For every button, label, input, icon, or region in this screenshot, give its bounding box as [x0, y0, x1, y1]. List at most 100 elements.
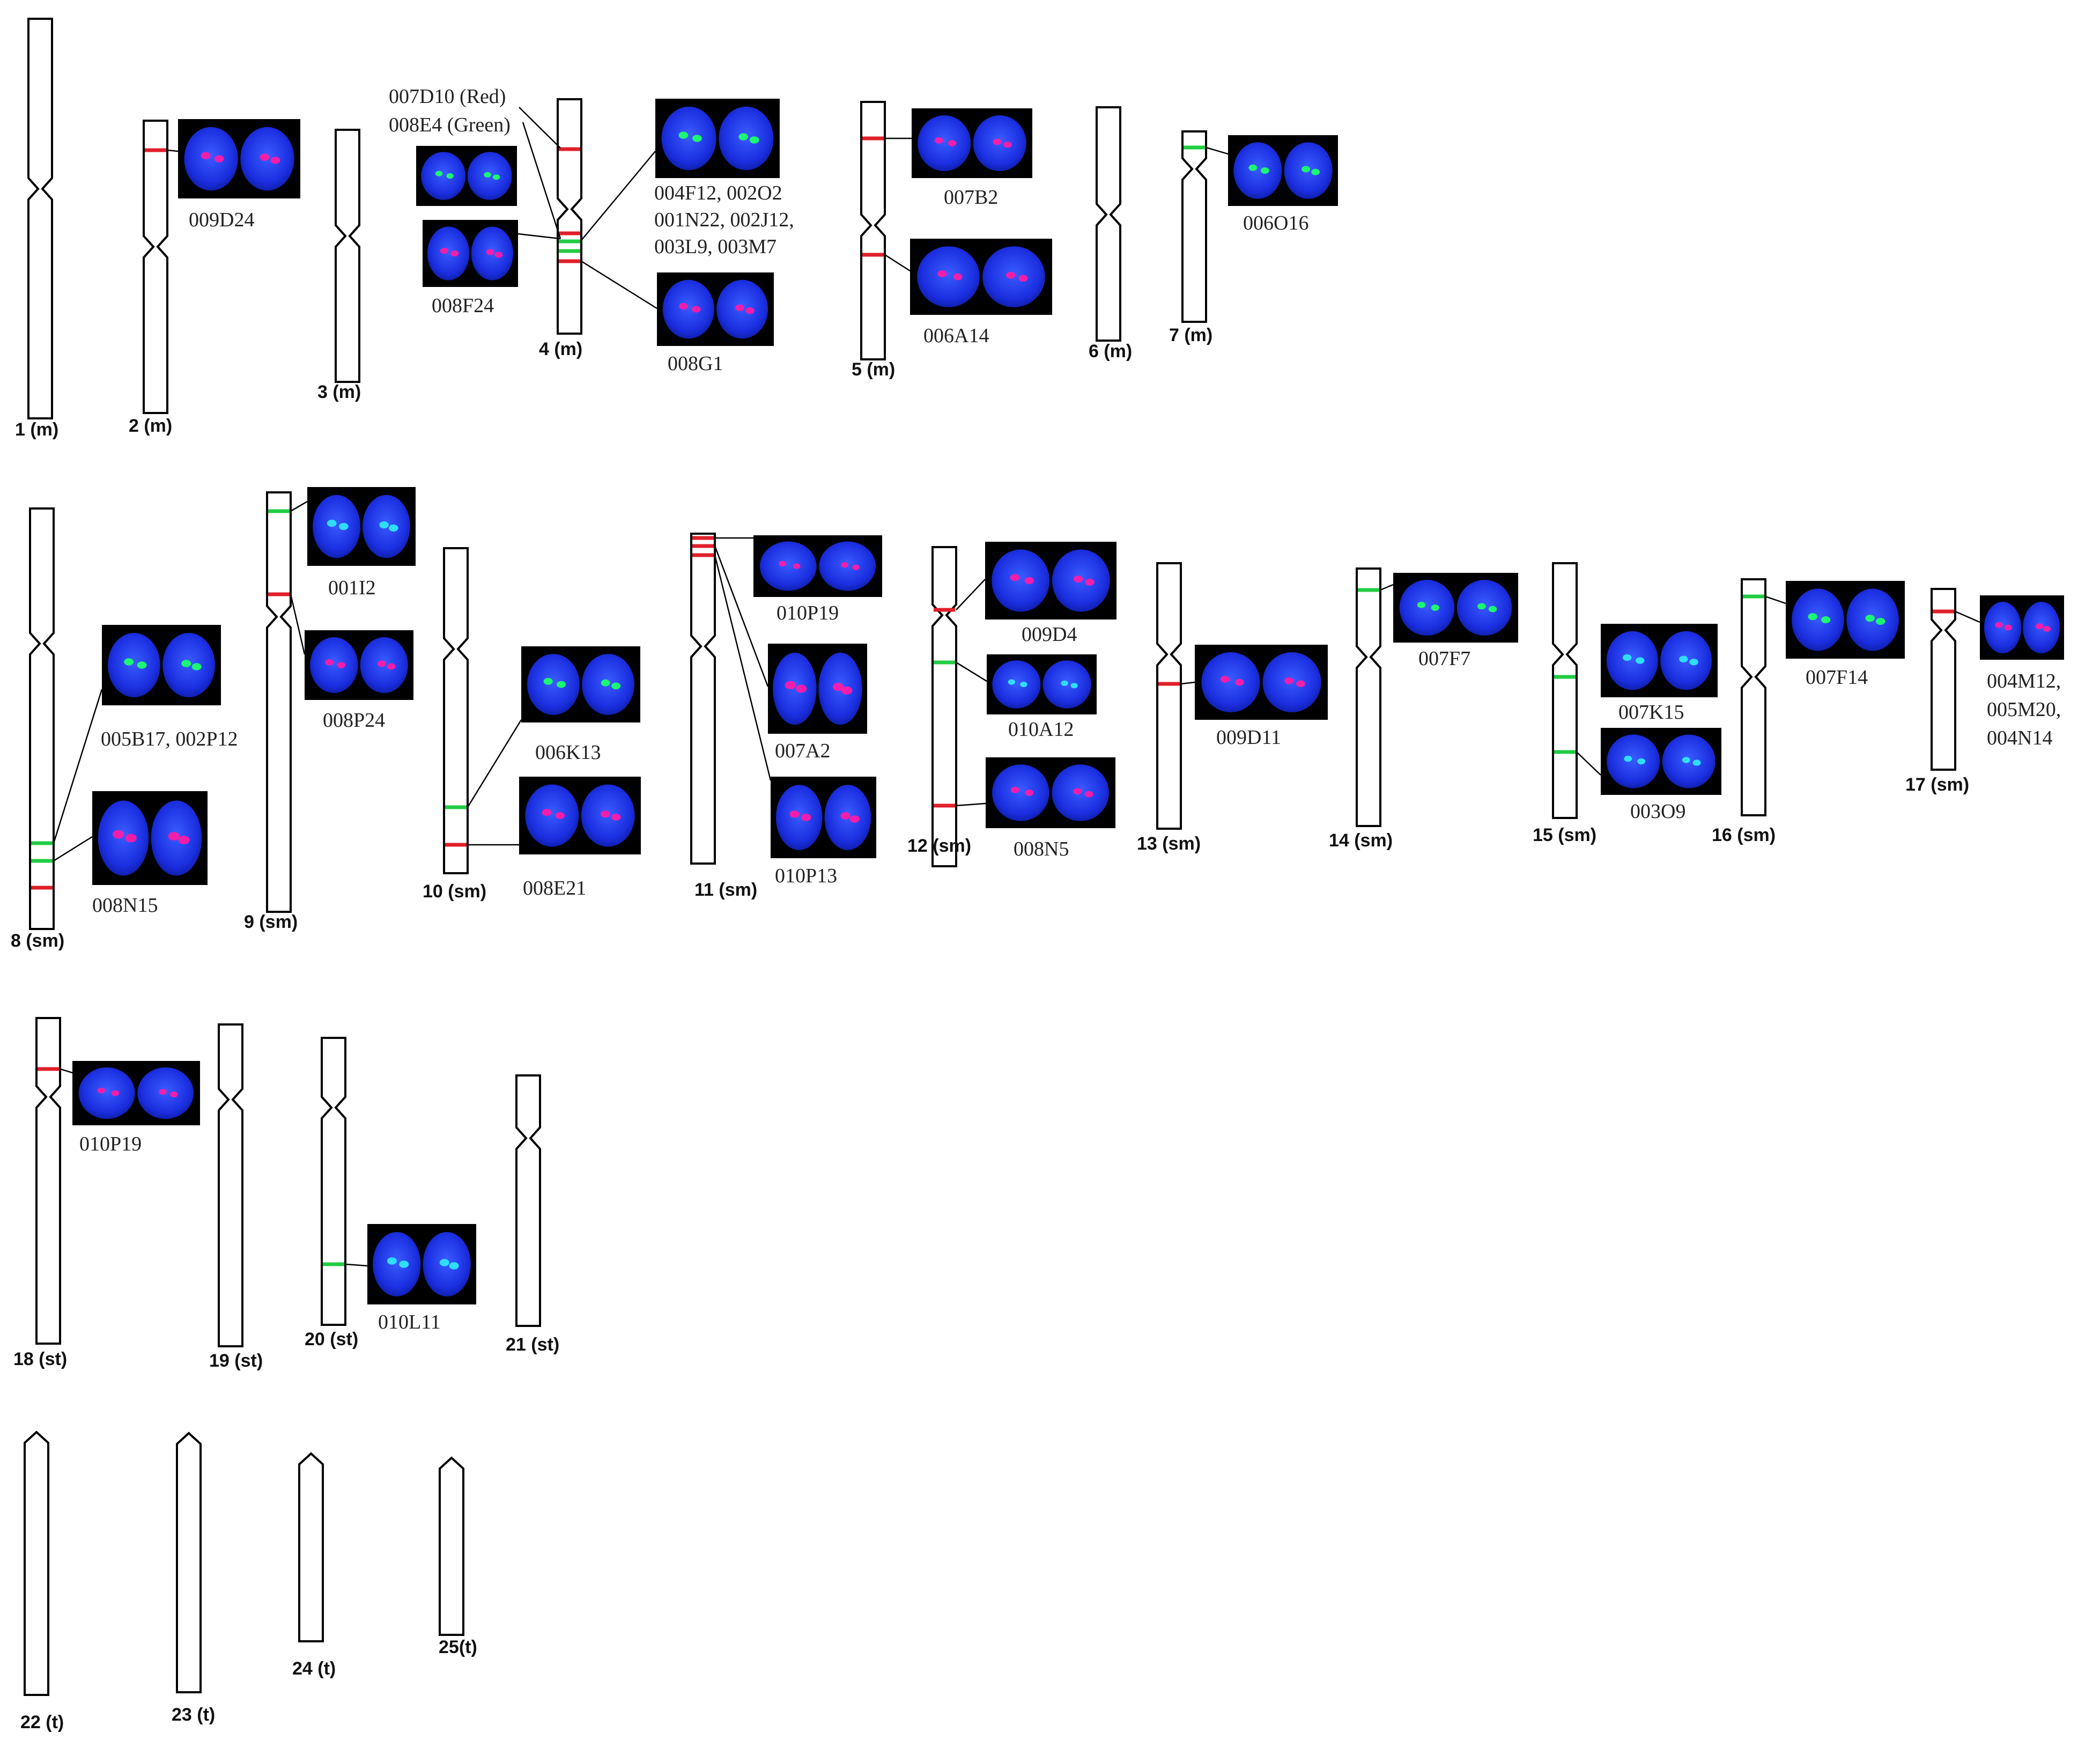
fish-image-panel	[910, 239, 1052, 315]
chromosome-label-5: 5 (m)	[852, 359, 895, 380]
probe-label-007f7: 007F7	[1418, 647, 1470, 670]
chromosome-label-15: 15 (sm)	[1533, 825, 1596, 845]
fish-image-panel	[521, 646, 640, 722]
probe-label-008e21: 008E21	[523, 877, 586, 899]
probe-label-008g1: 008G1	[668, 352, 723, 375]
probe-label-008n15: 008N15	[92, 894, 158, 917]
fish-image-panel	[72, 1061, 200, 1125]
fish-image-panel	[1786, 581, 1905, 659]
chromosome-label-18: 18 (st)	[13, 1349, 67, 1369]
probe-label-004m12: 005M20,	[1987, 698, 2061, 721]
probe-label-010p19a: 010P19	[777, 602, 839, 624]
probe-label-006o16: 006O16	[1243, 212, 1308, 234]
legend-red-probe: 007D10 (Red)	[389, 85, 506, 108]
chromosome-label-10: 10 (sm)	[423, 881, 486, 902]
fish-image-panel	[985, 542, 1116, 620]
probe-label-004m12: 004M12,	[1987, 670, 2061, 692]
probe-label-005b17: 005B17, 002P12	[101, 728, 238, 750]
fish-image-panel	[305, 630, 413, 700]
fish-image-panel	[367, 1224, 476, 1304]
leader-line	[1206, 146, 1229, 155]
probe-label-004f12: 003L9, 003M7	[654, 235, 777, 258]
chromosome-4	[557, 98, 582, 335]
leader-line	[290, 500, 308, 512]
leader-line	[1380, 584, 1394, 591]
probe-label-007b2: 007B2	[944, 186, 998, 209]
leader-line	[956, 579, 986, 610]
chromosome-label-16: 16 (sm)	[1712, 825, 1776, 845]
leader-line	[1576, 751, 1601, 776]
probe-label-010p13: 010P13	[775, 865, 837, 887]
fish-image-panel	[771, 777, 876, 858]
chromosome-23	[176, 1432, 202, 1693]
leader-line	[1765, 595, 1786, 604]
leader-line	[290, 594, 306, 655]
chromosome-1	[27, 18, 53, 419]
fish-image-panel	[912, 108, 1032, 178]
chromosome-label-25: 25(t)	[439, 1637, 477, 1657]
probe-label-010a12: 010A12	[1008, 718, 1074, 741]
leader-line	[1180, 681, 1195, 685]
chromosome-7	[1181, 130, 1207, 323]
chromosome-label-1: 1 (m)	[15, 419, 58, 440]
leader-line	[522, 122, 561, 239]
fish-image-panel	[768, 644, 867, 734]
chromosome-20	[321, 1037, 346, 1326]
chromosome-label-11: 11 (sm)	[694, 880, 757, 900]
chromosome-label-19: 19 (st)	[209, 1351, 263, 1371]
leader-line	[956, 661, 987, 682]
fish-image-panel	[102, 625, 221, 705]
leader-line	[517, 233, 561, 240]
probe-label-008f24: 008F24	[432, 294, 494, 317]
fish-image-panel	[987, 654, 1097, 714]
leader-line	[467, 719, 522, 808]
chromosome-10	[443, 547, 469, 874]
leader-line	[581, 151, 656, 241]
fish-image-panel	[986, 757, 1115, 828]
fish-image-panel	[416, 146, 517, 206]
fish-image-panel	[519, 777, 641, 854]
chromosome-label-14: 14 (sm)	[1329, 830, 1393, 851]
probe-label-004f12: 001N22, 002J12,	[654, 209, 794, 231]
probe-label-009d4: 009D4	[1022, 623, 1077, 646]
fish-image-panel	[753, 535, 882, 597]
leader-line	[714, 555, 772, 781]
chromosome-2	[143, 120, 168, 414]
fish-image-panel	[657, 272, 774, 346]
chromosome-label-13: 13 (sm)	[1137, 834, 1201, 854]
probe-label-009d11: 009D11	[1216, 726, 1281, 749]
fish-image-panel	[1195, 645, 1328, 720]
leader-line	[956, 802, 986, 807]
chromosome-24	[298, 1452, 324, 1642]
chromosome-19	[218, 1023, 243, 1347]
leader-line	[53, 689, 103, 844]
probe-label-010p19b: 010P19	[79, 1133, 142, 1155]
probe-label-003o9: 003O9	[1630, 800, 1685, 823]
fish-image-panel	[423, 220, 518, 287]
fish-image-panel	[307, 487, 416, 566]
chromosome-label-17: 17 (sm)	[1905, 775, 1969, 795]
fish-image-panel	[1393, 573, 1518, 643]
chromosome-17	[1931, 588, 1956, 771]
leader-line	[519, 107, 561, 149]
chromosome-16	[1741, 578, 1766, 816]
fish-image-panel	[655, 99, 780, 178]
probe-label-008p24: 008P24	[323, 709, 385, 732]
legend-green-probe: 008E4 (Green)	[389, 114, 511, 136]
chromosome-label-20: 20 (st)	[305, 1329, 358, 1350]
chromosome-3	[335, 129, 360, 383]
leader-line	[714, 545, 769, 687]
fish-image-panel	[1601, 624, 1718, 697]
probe-label-004m12: 004N14	[1987, 727, 2052, 749]
fish-image-panel	[1980, 595, 2064, 660]
chromosome-21	[515, 1074, 541, 1327]
leader-line	[167, 149, 179, 152]
leader-line	[581, 260, 657, 309]
probe-label-007k15: 007K15	[1618, 701, 1684, 724]
chromosome-label-21: 21 (st)	[506, 1334, 559, 1355]
chromosome-11	[690, 533, 716, 865]
chromosome-label-24: 24 (t)	[292, 1658, 336, 1679]
chromosome-label-9: 9 (sm)	[244, 912, 298, 932]
chromosome-25	[439, 1456, 464, 1636]
